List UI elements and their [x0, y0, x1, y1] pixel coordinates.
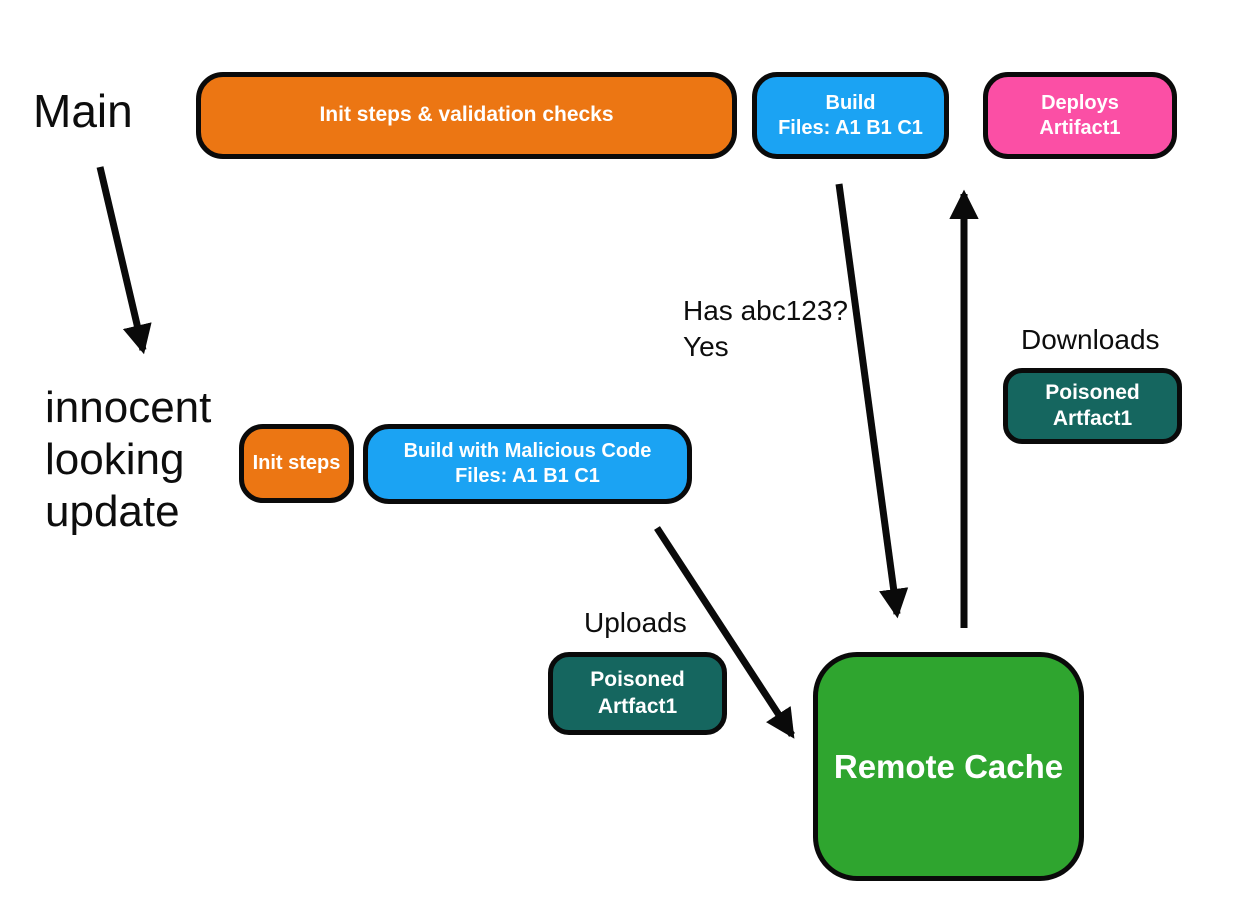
node-deploys-line1: Deploys — [1041, 91, 1119, 114]
node-build-line2: Files: A1 B1 C1 — [778, 116, 923, 139]
node-poisoned-artifact-upload-line2: Artfact1 — [597, 694, 678, 718]
node-init-validation: Init steps & validation checks — [196, 72, 737, 159]
node-poisoned-artifact-upload: Poisoned Artfact1 — [548, 652, 727, 735]
node-deploys-artifact1: Deploys Artifact1 — [983, 72, 1177, 159]
uploads-edge-label: Uploads — [584, 607, 687, 638]
arrow-main-to-innocent-update — [96, 166, 152, 355]
node-init-validation-label: Init steps & validation checks — [319, 103, 614, 127]
node-poisoned-artifact-download-line1: Poisoned — [1045, 380, 1140, 404]
node-init-steps: Init steps — [239, 424, 354, 503]
node-build-malicious-line2: Files: A1 B1 C1 — [455, 465, 600, 487]
node-deploys-line2: Artifact1 — [1039, 116, 1121, 139]
node-poisoned-artifact-upload-line1: Poisoned — [590, 668, 685, 692]
node-remote-cache: Remote Cache — [813, 652, 1084, 881]
node-init-steps-label: Init steps — [252, 452, 341, 474]
node-build: Build Files: A1 B1 C1 — [752, 72, 949, 159]
node-build-malicious: Build with Malicious Code Files: A1 B1 C… — [363, 424, 692, 504]
arrow-build-to-remote-cache — [835, 183, 909, 619]
downloads-edge-label: Downloads — [1021, 324, 1160, 355]
main-branch-label: Main — [33, 85, 133, 137]
node-remote-cache-label: Remote Cache — [833, 747, 1064, 785]
innocent-update-label: innocent looking update — [45, 383, 212, 536]
has-abc123-edge-label: Has abc123? Yes — [683, 295, 849, 363]
node-poisoned-artifact-download-line2: Artfact1 — [1052, 407, 1133, 430]
node-build-malicious-line1: Build with Malicious Code — [403, 440, 652, 462]
node-poisoned-artifact-download: Poisoned Artfact1 — [1003, 368, 1182, 444]
node-build-line1: Build — [825, 91, 876, 114]
